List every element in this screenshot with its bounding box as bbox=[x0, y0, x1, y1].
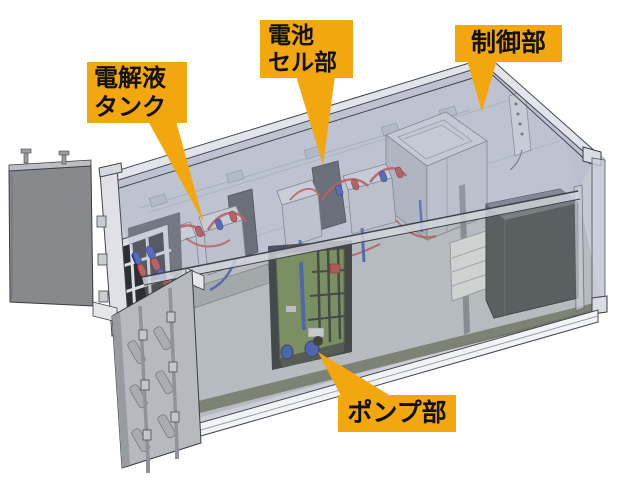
callout-pointers bbox=[148, 60, 497, 396]
floor-strip bbox=[186, 302, 598, 416]
tray-stack bbox=[449, 230, 489, 302]
callout-electrolyte-line1: 電解液 bbox=[94, 65, 166, 92]
door-lower-left bbox=[111, 269, 202, 473]
control-cabinet bbox=[385, 111, 488, 241]
pointer-electrolyte-tank bbox=[148, 121, 204, 223]
pump-bay bbox=[268, 240, 352, 370]
pointer-pump-unit bbox=[318, 352, 391, 396]
callout-control-text: 制御部 bbox=[470, 29, 546, 57]
container-frame bbox=[96, 56, 608, 451]
door-upper-left bbox=[8, 148, 94, 307]
instrument-panel bbox=[508, 89, 532, 171]
callout-pump-text: ポンプ部 bbox=[347, 399, 447, 427]
pointer-control-unit bbox=[467, 60, 497, 112]
callout-electrolyte-tank: 電解液 タンク bbox=[87, 62, 187, 123]
battery-stack-center bbox=[276, 160, 437, 279]
callout-battery-cell: 電池 セル部 bbox=[260, 20, 353, 78]
callout-control-unit: 制御部 bbox=[455, 25, 562, 62]
callout-battery-line1: 電池 bbox=[268, 22, 314, 48]
pointer-battery-cell bbox=[296, 76, 335, 165]
callout-electrolyte-line2: タンク bbox=[94, 94, 166, 121]
callout-pump-unit: ポンプ部 bbox=[338, 395, 456, 432]
callout-battery-line2: セル部 bbox=[268, 49, 337, 75]
